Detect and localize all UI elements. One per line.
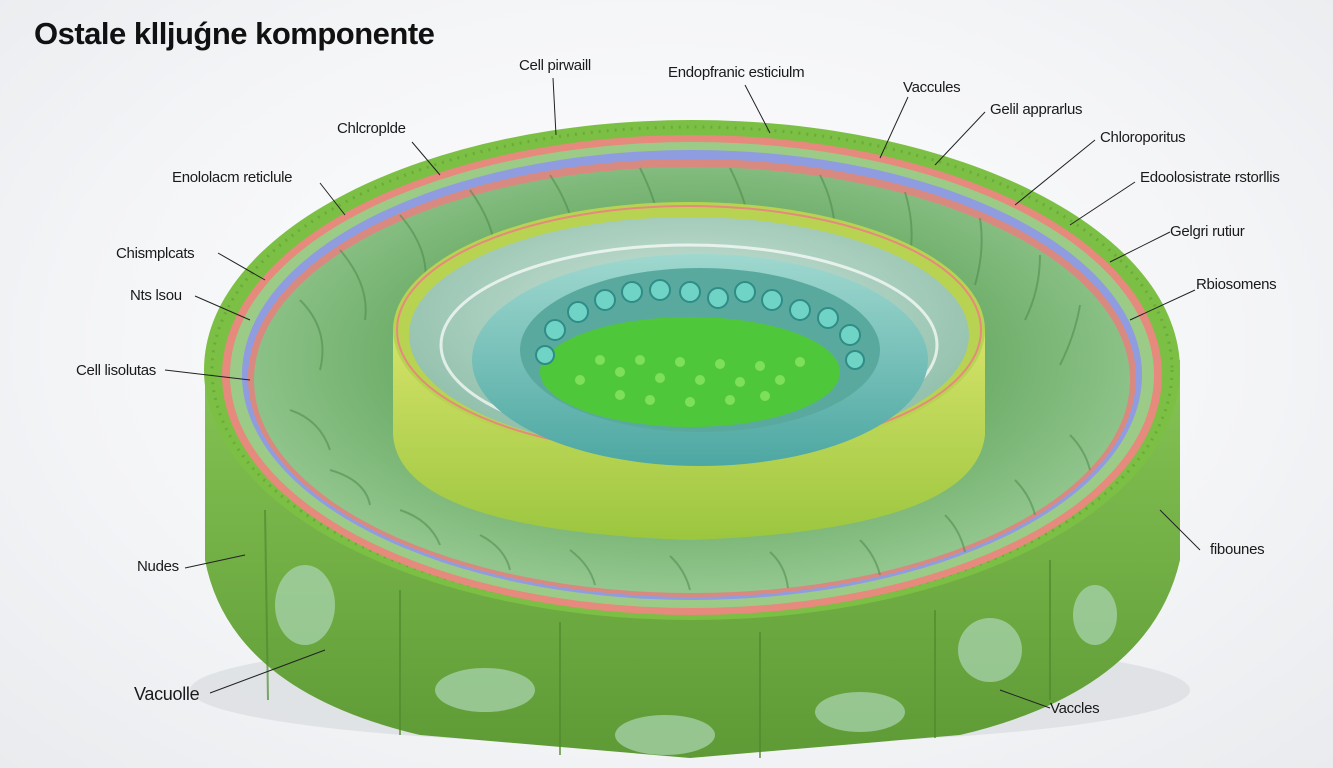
label-vaccules-top: Vaccules xyxy=(903,79,960,96)
green-granule-bed xyxy=(540,317,840,427)
label-endoplasmic-left: Enololacm reticlule xyxy=(172,169,292,186)
label-golgi-right: Gelgri rutiur xyxy=(1170,223,1245,240)
label-cell-lisolutas: Cell lisolutas xyxy=(76,362,156,379)
teal-granules xyxy=(535,279,865,370)
label-nucleus-left: Nudes xyxy=(137,558,179,575)
label-chloroplasts-left: Chismplcats xyxy=(116,245,194,262)
label-chloroplast-left: Chlcroplde xyxy=(337,120,406,137)
label-ribosomes-lower: fibounes xyxy=(1210,541,1264,558)
green-granules xyxy=(575,355,805,407)
rim-texture xyxy=(210,125,1174,615)
label-nucleolus-left: Nts lsou xyxy=(130,287,182,304)
label-endoplasmic-right: Edoolosistrate rstorllis xyxy=(1140,169,1280,186)
label-vacuole-left: Vacuolle xyxy=(134,684,200,704)
leader-lines xyxy=(164,77,1201,709)
chamber-folds xyxy=(289,167,1091,591)
page-title: Ostale klljuǵne komponente xyxy=(34,16,435,51)
label-ribosomes-right: Rbiosomens xyxy=(1196,276,1276,293)
side-vacuoles xyxy=(275,565,1117,755)
label-golgi-apparatus: Gelil apprarlus xyxy=(990,101,1082,118)
label-cell-wall: Cell pirwaill xyxy=(519,57,591,74)
label-chloroplasts-right: Chloroporitus xyxy=(1100,129,1185,146)
label-vacuoles-bottom: Vaccles xyxy=(1050,700,1099,717)
label-endoplasmic-top: Endopfranic esticiulm xyxy=(668,64,804,81)
wall-block-seams xyxy=(264,509,1051,758)
